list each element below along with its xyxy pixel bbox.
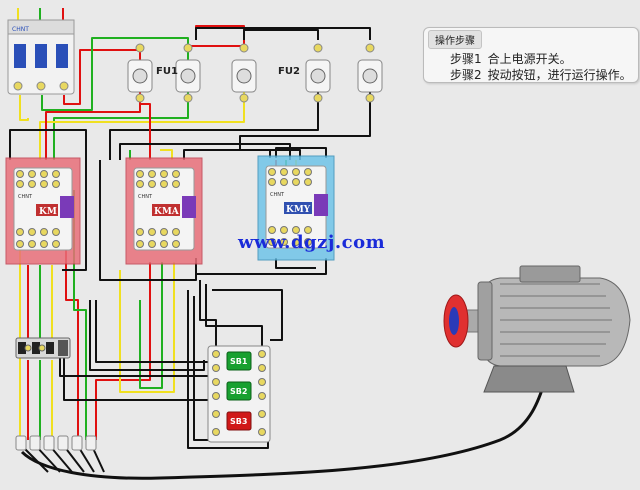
wire-fanout-1	[21, 445, 49, 473]
breaker-lever-1[interactable]	[14, 44, 26, 68]
motor-cable	[20, 369, 550, 480]
wire-fu1-yellow-down	[39, 90, 245, 160]
wire-kma-red-out	[95, 262, 151, 440]
breaker-lever-3[interactable]	[56, 44, 68, 68]
wire-ctrl-black-2	[205, 284, 263, 352]
kma-label: KMA	[154, 207, 180, 217]
fuses: FU1 FU2	[127, 43, 383, 103]
fuse-4[interactable]	[305, 43, 331, 103]
km-label-plate	[36, 204, 58, 216]
sb1-label: SB1	[230, 357, 248, 366]
motor-end-cap	[477, 281, 493, 361]
wire-fanout-4	[63, 445, 85, 473]
kma-side-module	[182, 196, 196, 218]
step-1-num: 步骤1	[450, 52, 482, 66]
terminal-strip	[15, 435, 97, 451]
wire-ctrl-black-5	[193, 296, 214, 441]
kma-brand: CHNT	[138, 194, 153, 200]
step-2: 步骤2 按动按钮，进行运行操作。	[450, 66, 632, 83]
wire-fu1-green-down	[53, 90, 189, 160]
wire-kma-red-in	[140, 103, 151, 160]
wire-breaker-yellow-fu	[19, 95, 29, 121]
fuse-5[interactable]	[357, 43, 383, 103]
motor	[443, 265, 631, 393]
motor-base	[483, 365, 575, 393]
wire-kmy-black-top	[275, 147, 327, 158]
operation-steps-panel: 操作步骤 步骤1 合上电源开关。 步骤2 按动按钮，进行运行操作。	[423, 27, 639, 83]
breaker-lever-2[interactable]	[35, 44, 47, 68]
watermark: www.dgzj.com	[238, 232, 386, 253]
sb3-button[interactable]: SB3	[226, 411, 252, 431]
panel-title: 操作步骤	[428, 30, 482, 49]
wire-ctrl-black-1	[199, 280, 217, 352]
wire-ctrl-black-3	[212, 289, 283, 341]
fu1-label: FU1	[156, 66, 178, 77]
km-label: KM	[39, 207, 57, 217]
kmy-brand: CHNT	[270, 192, 285, 198]
step-1-text: 合上电源开关。	[487, 52, 572, 66]
wire-kma-green-out	[139, 262, 163, 389]
wire-fanout-3	[49, 445, 73, 473]
step-2-text: 按动按钮，进行运行操作。	[487, 68, 632, 82]
contactor-km[interactable]: KM CHNT	[5, 157, 81, 265]
sb3-label: SB3	[230, 417, 247, 426]
fuse-3[interactable]	[231, 43, 257, 103]
contactor-kmy[interactable]: KMY CHNT	[257, 155, 335, 261]
wire-kma-black-loop2	[195, 258, 327, 275]
circuit-breaker[interactable]: CHNT	[7, 19, 75, 95]
motor-pulley-hub	[449, 307, 459, 335]
wires	[9, 8, 550, 480]
kmy-label-plate	[284, 202, 312, 214]
motor-fins	[500, 283, 612, 357]
wire-fu-black-top2	[195, 27, 371, 40]
sb2-button[interactable]: SB2	[226, 381, 252, 401]
wire-kma-black-top2	[183, 149, 271, 160]
kmy-label: KMY	[286, 205, 311, 215]
wire-fu2-black-down1	[109, 90, 319, 160]
wire-kma-yellow-out	[119, 262, 175, 393]
wire-breaker-green-fu	[41, 37, 189, 111]
wire-ctrl-black-8	[59, 350, 213, 380]
fu2-label: FU2	[278, 66, 300, 77]
wire-fu1-red-bar	[45, 104, 141, 160]
wire-fanout-2	[35, 445, 61, 473]
wire-ctrl-black-6	[89, 300, 205, 371]
fuse-1[interactable]	[127, 43, 153, 103]
wire-ctrl-black-7	[95, 300, 210, 363]
thermal-relay[interactable]	[15, 337, 71, 359]
km-side-module	[60, 196, 74, 218]
km-brand: CHNT	[18, 194, 33, 200]
contactor-kma[interactable]: KMA CHNT	[125, 157, 203, 265]
step-2-num: 步骤2	[450, 68, 482, 82]
wire-fu-black-top1	[243, 29, 319, 40]
motor-terminal-box	[519, 265, 581, 283]
wire-kma-yellow-in	[160, 149, 173, 160]
motor-body	[483, 277, 631, 367]
sb1-button[interactable]: SB1	[226, 351, 252, 371]
step-1: 步骤1 合上电源开关。	[450, 50, 572, 67]
kmy-side-module	[314, 194, 328, 216]
wire-km-black-loop	[9, 129, 87, 271]
sb2-label: SB2	[230, 387, 247, 396]
breaker-brand: CHNT	[12, 26, 29, 33]
fuse-2[interactable]	[175, 43, 201, 103]
wire-kma-black-top	[119, 143, 291, 160]
wire-kmy-bottom-black	[275, 258, 316, 269]
kma-label-plate	[152, 204, 180, 216]
push-button-box: SB1 SB2 SB3	[207, 345, 271, 443]
